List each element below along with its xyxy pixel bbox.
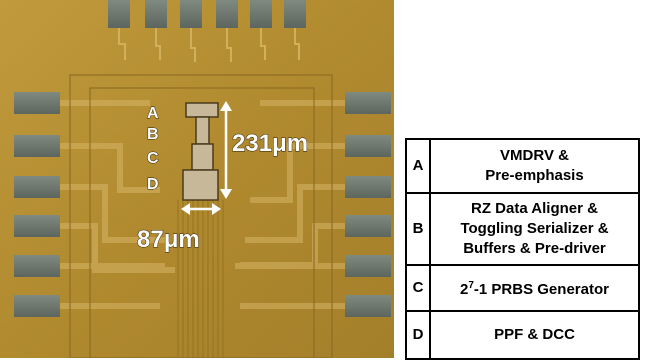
height-dimension-label: 231μm	[232, 130, 308, 157]
legend-row: B RZ Data Aligner & Toggling Serializer …	[405, 192, 640, 266]
top-bond-pads	[108, 0, 306, 62]
label-b: B	[147, 126, 159, 143]
chip-micrograph: A B C D 231μm 87μm	[0, 0, 394, 358]
die-outline	[69, 74, 333, 358]
legend-description: 27-1 PRBS Generator	[429, 264, 640, 312]
label-a: A	[147, 105, 159, 122]
block-legend-table: A VMDRV & Pre-emphasis B RZ Data Aligner…	[405, 138, 640, 360]
legend-row: D PPF & DCC	[405, 310, 640, 360]
legend-key: D	[405, 310, 431, 360]
block-a	[185, 102, 219, 118]
width-dimension-arrow	[181, 203, 221, 215]
routing-traces	[60, 100, 345, 309]
block-d	[182, 169, 219, 201]
legend-key: C	[405, 264, 431, 312]
left-bond-pads	[14, 92, 60, 317]
width-dimension-label: 87μm	[137, 226, 200, 253]
legend-row: C 27-1 PRBS Generator	[405, 264, 640, 312]
legend-description: PPF & DCC	[429, 310, 640, 360]
right-bond-pads	[345, 92, 391, 317]
signal-bus	[177, 200, 224, 358]
legend-key: B	[405, 192, 431, 266]
legend-row: A VMDRV & Pre-emphasis	[405, 138, 640, 194]
label-d: D	[147, 176, 159, 193]
legend-description: VMDRV & Pre-emphasis	[429, 138, 640, 194]
block-c	[191, 143, 214, 171]
block-b	[195, 116, 210, 145]
label-c: C	[147, 150, 159, 167]
circuit-blocks	[182, 102, 219, 201]
legend-key: A	[405, 138, 431, 194]
legend-description: RZ Data Aligner & Toggling Serializer & …	[429, 192, 640, 266]
height-dimension-arrow	[220, 101, 232, 199]
